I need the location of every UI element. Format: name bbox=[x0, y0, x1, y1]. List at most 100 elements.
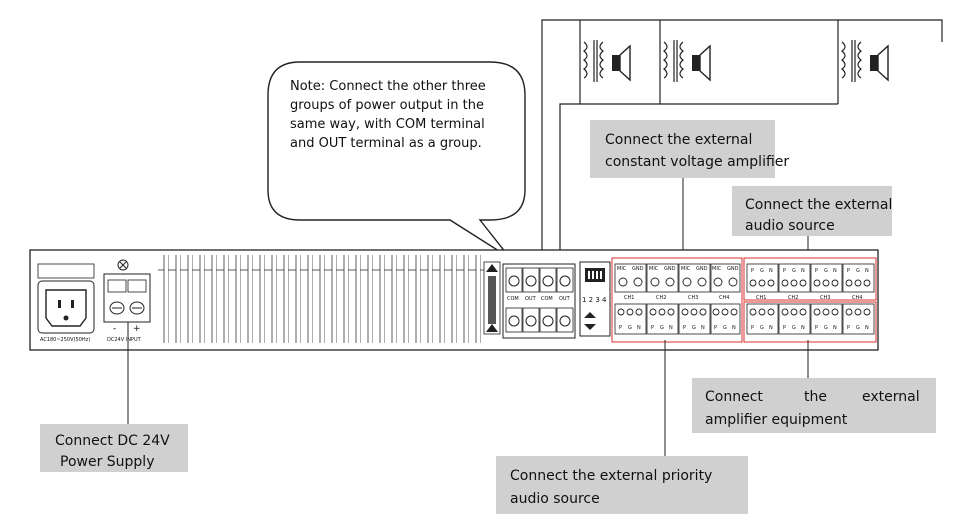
power-output-block[interactable]: COM OUT COM OUT bbox=[502, 263, 576, 339]
dip-switch-numbers: 1 2 3 4 bbox=[582, 296, 607, 304]
line-out-pin-n-1: N bbox=[769, 325, 773, 331]
terminal-com-2: COM bbox=[541, 296, 553, 302]
callout-constant-voltage-line-1: Connect the external bbox=[605, 132, 752, 148]
mic-port-1: MIC bbox=[617, 266, 627, 272]
priority-pin-p-3: P bbox=[683, 325, 686, 331]
line-out-pin-p-1: P bbox=[751, 325, 754, 331]
note-line-2: groups of power output in the bbox=[290, 98, 484, 113]
priority-ch4-label: CH4 bbox=[719, 295, 729, 301]
line-out-pin-n-2: N bbox=[801, 325, 805, 331]
line-in-ch2-label: CH2 bbox=[788, 295, 798, 301]
line-out-pin-g-3: G bbox=[824, 325, 828, 331]
gnd-port-4: GND bbox=[727, 266, 739, 272]
priority-pin-g-3: G bbox=[692, 325, 696, 331]
terminal-out-2: OUT bbox=[559, 296, 571, 302]
note-line-4: and OUT terminal as a group. bbox=[290, 136, 482, 151]
ac-power-inlet: AC180~250V(50Hz) bbox=[37, 263, 95, 343]
line-out-pin-p-4: P bbox=[847, 325, 850, 331]
callout-amplifier-line-2: amplifier equipment bbox=[705, 412, 848, 428]
priority-pin-p-1: P bbox=[619, 325, 622, 331]
line-in-pin-n-4: N bbox=[865, 268, 869, 274]
line-out-pin-g-2: G bbox=[792, 325, 796, 331]
line-in-ch3-label: CH3 bbox=[820, 295, 830, 301]
callout-constant-voltage-line-2: constant voltage amplifier bbox=[605, 154, 789, 170]
line-in-pin-n-1: N bbox=[769, 268, 773, 274]
dip-switch-block[interactable]: 1 2 3 4 bbox=[579, 261, 611, 337]
gnd-port-2: GND bbox=[664, 266, 676, 272]
terminal-com-1: COM bbox=[507, 296, 519, 302]
ventilation-grille bbox=[158, 255, 484, 343]
line-out-pin-p-3: P bbox=[815, 325, 818, 331]
priority-input-block[interactable]: MIC GND MIC GND MIC GND MIC GND CH1 CH2 … bbox=[611, 257, 743, 343]
note-bubble: Note: Connect the other three groups of … bbox=[267, 61, 526, 259]
speaker-wiring bbox=[541, 19, 943, 262]
callout-dc-line-1: Connect DC 24V bbox=[55, 433, 170, 449]
line-in-pin-g-2: G bbox=[792, 268, 796, 274]
terminal-out-1: OUT bbox=[525, 296, 537, 302]
callout-audio-source: Connect the external audio source bbox=[732, 186, 892, 258]
priority-pin-n-3: N bbox=[701, 325, 705, 331]
line-in-pin-g-3: G bbox=[824, 268, 828, 274]
line-in-pin-p-4: P bbox=[847, 268, 850, 274]
gnd-port-3: GND bbox=[696, 266, 708, 272]
line-out-pin-g-4: G bbox=[856, 325, 860, 331]
mic-port-3: MIC bbox=[681, 266, 691, 272]
priority-pin-n-2: N bbox=[669, 325, 673, 331]
callout-dc-supply: Connect DC 24V Power Supply bbox=[40, 424, 188, 472]
line-in-pin-p-3: P bbox=[815, 268, 818, 274]
line-out-pin-p-2: P bbox=[783, 325, 786, 331]
callout-dc-line-2: Power Supply bbox=[60, 454, 155, 470]
callout-priority-line-1: Connect the external priority bbox=[510, 468, 712, 484]
mic-port-4: MIC bbox=[712, 266, 722, 272]
priority-pin-g-2: G bbox=[660, 325, 664, 331]
mic-port-2: MIC bbox=[649, 266, 659, 272]
ac-input-label: AC180~250V(50Hz) bbox=[40, 337, 90, 343]
line-in-pin-g-1: G bbox=[760, 268, 764, 274]
line-in-pin-n-2: N bbox=[801, 268, 805, 274]
dc-input-terminal[interactable]: - + DC24V INPUT bbox=[103, 273, 151, 343]
line-out-pin-n-3: N bbox=[833, 325, 837, 331]
line-in-ch4-label: CH4 bbox=[852, 295, 862, 301]
line-out-pin-n-4: N bbox=[865, 325, 869, 331]
priority-ch1-label: CH1 bbox=[624, 295, 634, 301]
line-in-ch1-label: CH1 bbox=[756, 295, 766, 301]
ground-icon bbox=[117, 259, 129, 271]
dc-plus-label: + bbox=[133, 324, 141, 334]
speaker-icon-3 bbox=[870, 44, 889, 82]
speaker-transformer-3 bbox=[840, 40, 863, 82]
callout-constant-voltage: Connect the external constant voltage am… bbox=[590, 120, 789, 258]
priority-pin-n-1: N bbox=[637, 325, 641, 331]
priority-ch2-label: CH2 bbox=[656, 295, 666, 301]
gnd-port-1: GND bbox=[632, 266, 644, 272]
callout-amplifier-word-3: external bbox=[862, 389, 920, 405]
priority-ch3-label: CH3 bbox=[688, 295, 698, 301]
priority-pin-p-4: P bbox=[714, 325, 717, 331]
line-in-pin-p-2: P bbox=[783, 268, 786, 274]
priority-pin-g-1: G bbox=[628, 325, 632, 331]
priority-pin-n-4: N bbox=[732, 325, 736, 331]
callout-priority-source: Connect the external priority audio sour… bbox=[496, 456, 748, 514]
speaker-icon-1 bbox=[612, 44, 631, 82]
speaker-icon-2 bbox=[692, 44, 711, 82]
dc-minus-label: - bbox=[113, 324, 116, 334]
callout-audio-source-line-2: audio source bbox=[745, 218, 835, 234]
line-input-block[interactable]: P G N P G N P G N P G N CH1 CH2 bbox=[743, 257, 877, 301]
rear-panel: AC180~250V(50Hz) - + DC24V INPUT bbox=[29, 249, 879, 351]
note-line-1: Note: Connect the other three bbox=[290, 79, 486, 94]
warning-label bbox=[483, 261, 501, 335]
priority-pin-g-4: G bbox=[723, 325, 727, 331]
speaker-transformer-1 bbox=[582, 40, 605, 82]
line-out-pin-g-1: G bbox=[760, 325, 764, 331]
speaker-transformer-2 bbox=[662, 40, 685, 82]
priority-pin-p-2: P bbox=[651, 325, 654, 331]
line-in-pin-n-3: N bbox=[833, 268, 837, 274]
line-in-pin-p-1: P bbox=[751, 268, 754, 274]
note-line-3: same way, with COM terminal bbox=[290, 117, 485, 132]
callout-priority-line-2: audio source bbox=[510, 491, 600, 507]
callout-amplifier-word-2: the bbox=[804, 389, 827, 405]
line-in-pin-g-4: G bbox=[856, 268, 860, 274]
line-output-block[interactable]: P G N P G N P G N P G N bbox=[743, 301, 877, 343]
callout-amplifier-equipment: Connect the external amplifier equipment bbox=[692, 378, 936, 433]
callout-audio-source-line-1: Connect the external bbox=[745, 197, 892, 213]
